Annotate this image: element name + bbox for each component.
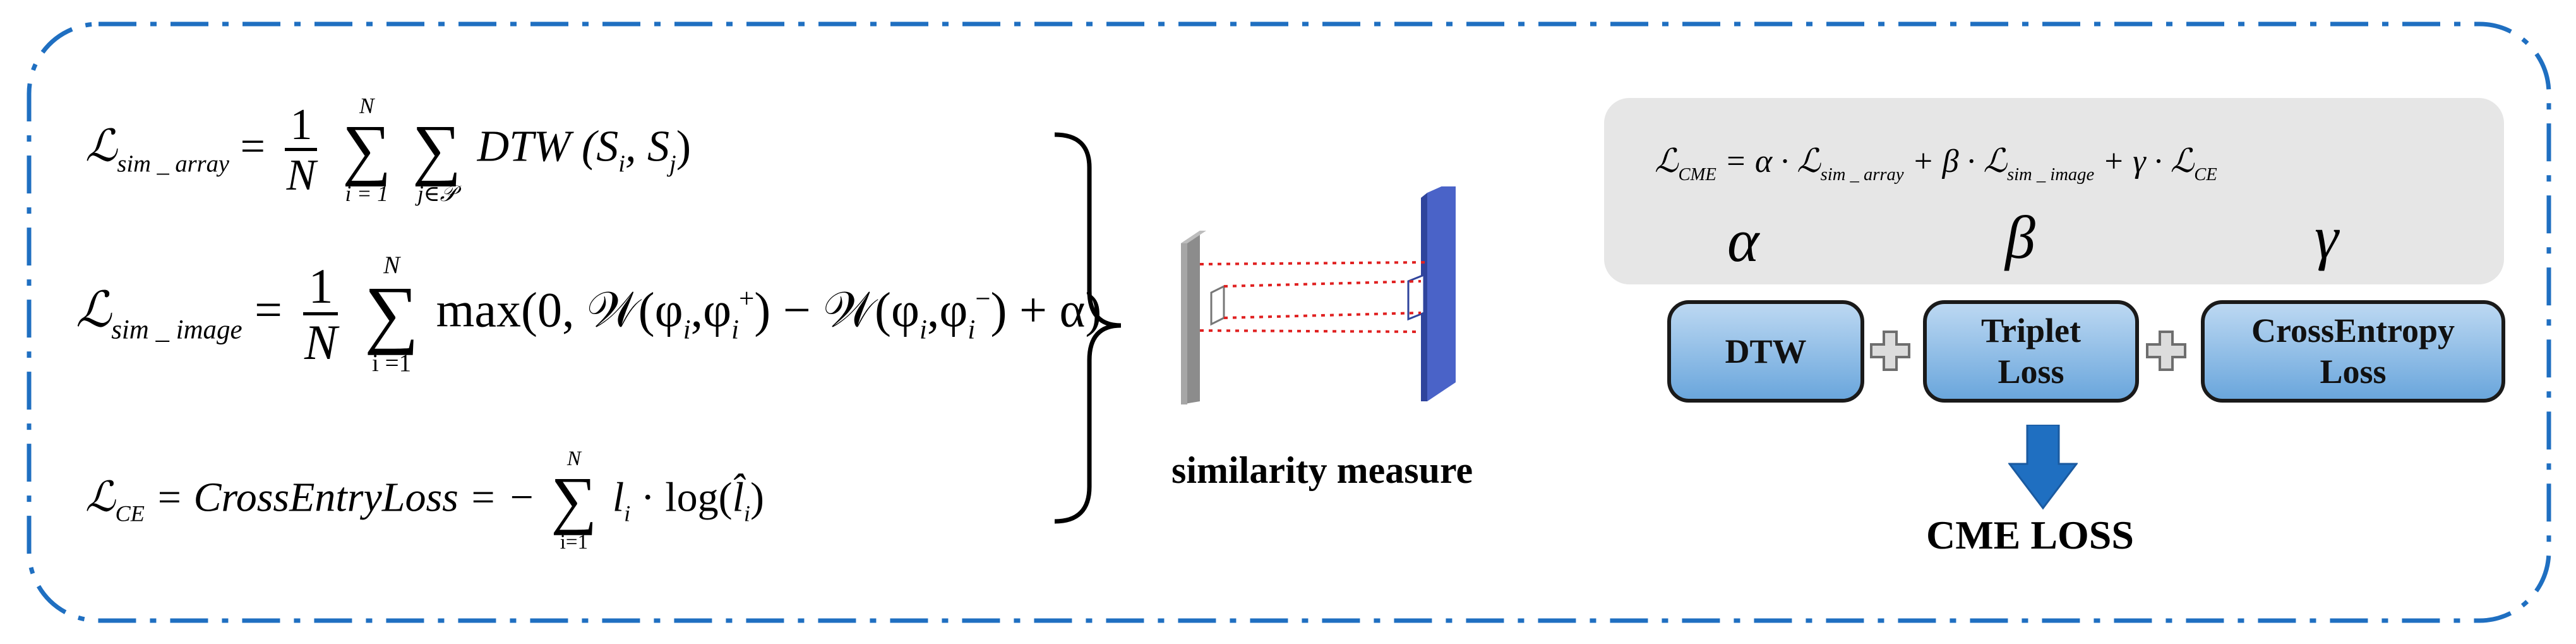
- cme-panel: [1604, 98, 2504, 284]
- blue-plate: [1427, 186, 1456, 401]
- weight-alpha: α: [1727, 207, 1759, 274]
- down-arrow-icon: [2008, 425, 2078, 510]
- weight-gamma: γ: [2315, 204, 2339, 271]
- plus-icon: [2146, 331, 2186, 371]
- equation-ce: ℒCE = CrossEntryLoss = − N∑i=1 li · log(…: [85, 447, 764, 554]
- similarity-illustration: [1181, 186, 1456, 404]
- equation-cme: ℒCME = α · ℒsim _ array + β · ℒsim _ ima…: [1655, 143, 2217, 185]
- weight-beta: β: [2005, 204, 2035, 271]
- dtw-box: DTW: [1667, 300, 1864, 403]
- plus-icon: [1870, 331, 1910, 371]
- right-brace-icon: [1054, 132, 1122, 524]
- cme-loss-label: CME LOSS: [1926, 513, 2134, 557]
- similarity-label: similarity measure: [1171, 449, 1473, 491]
